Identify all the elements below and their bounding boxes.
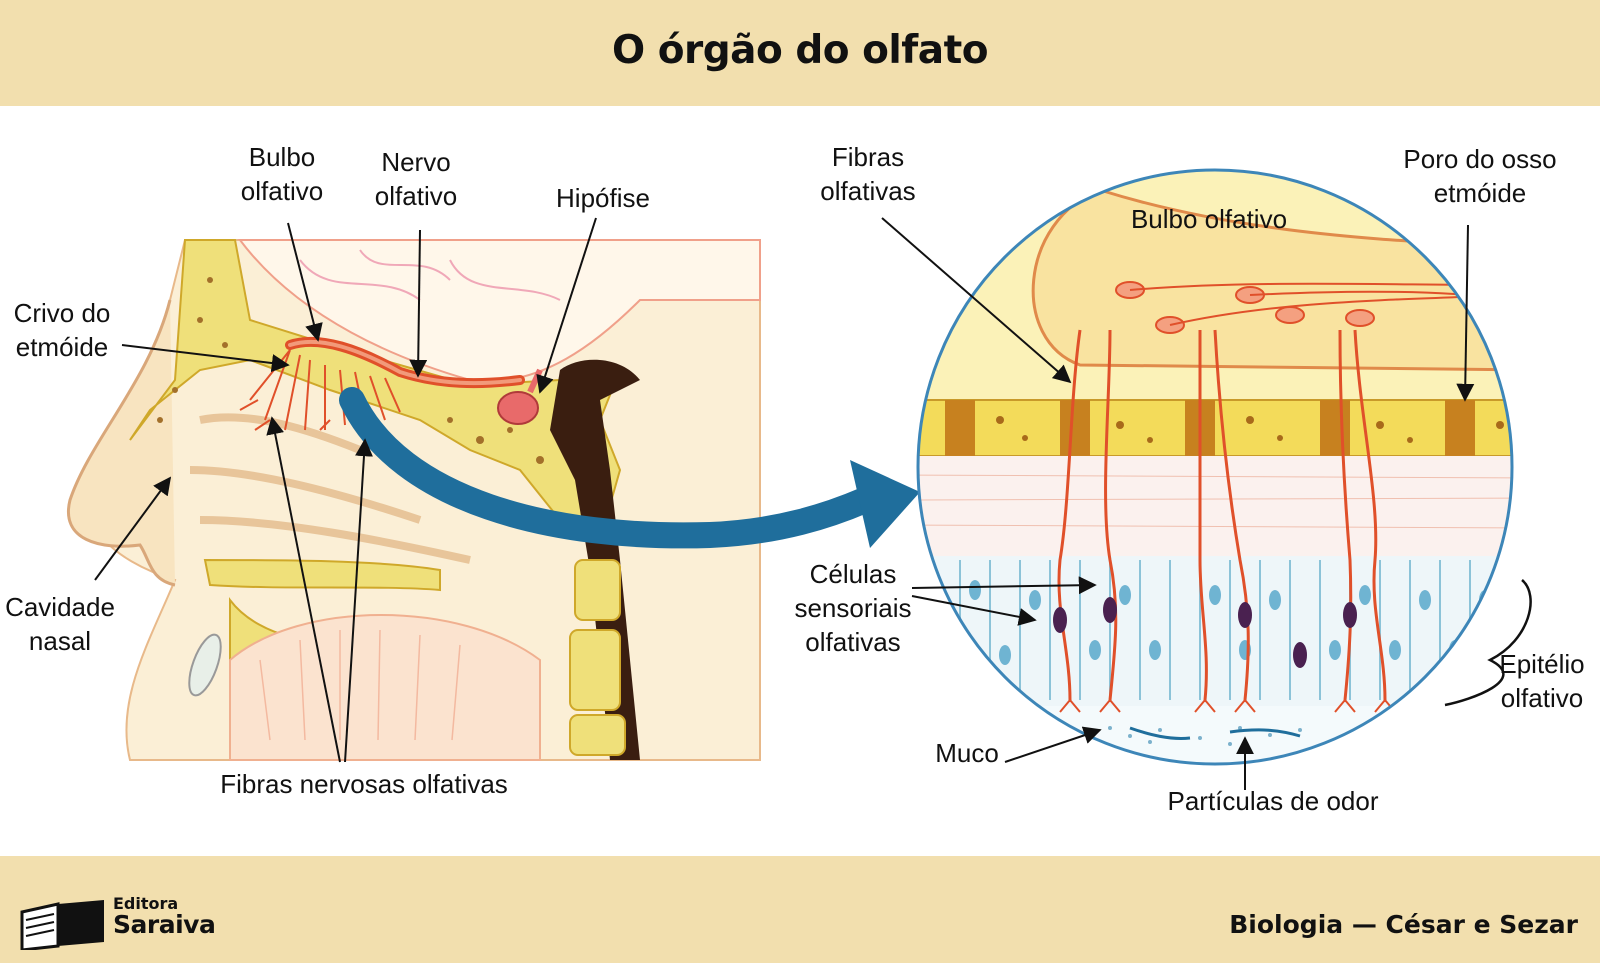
label-muco: Muco: [935, 738, 999, 768]
illustration-area: Bulbo olfativo Nervo olfativo Hipófise C…: [0, 106, 1600, 856]
label-bulbo-olfativo-line2: olfativo: [241, 176, 323, 206]
header-band: O órgão do olfato: [0, 0, 1600, 106]
label-nervo-olfativo-line2: olfativo: [375, 181, 457, 211]
label-cavidade-nasal-line1: Cavidade: [5, 592, 115, 622]
label-bulbo-olfativo-line1: Bulbo: [249, 142, 316, 172]
label-poro-osso-etmoide-line1: Poro do osso: [1403, 144, 1556, 174]
label-crivo-etmoide-line2: etmóide: [16, 332, 109, 362]
head-section-illustration: [67, 239, 761, 761]
magnify-arrow-head: [850, 460, 920, 548]
magnify-arrow: [339, 387, 878, 549]
publisher-logo: Editora Saraiva: [18, 890, 238, 950]
magnified-circle: [916, 168, 1514, 766]
label-epitelio-olfativo-line2: olfativo: [1501, 683, 1583, 713]
label-fibras-olfativas-line2: olfativas: [820, 176, 915, 206]
label-fibras-nervosas-olfativas: Fibras nervosas olfativas: [220, 769, 508, 799]
footer-band: Editora Saraiva Biologia — César e Sezar: [0, 856, 1600, 963]
publisher-name-line1: Editora: [113, 894, 179, 913]
label-crivo-etmoide-line1: Crivo do: [14, 298, 111, 328]
book-credit: Biologia — César e Sezar: [1229, 910, 1578, 939]
label-bulbo-olfativo-magnified: Bulbo olfativo: [1131, 204, 1287, 234]
label-fibras-olfativas-line1: Fibras: [832, 142, 904, 172]
label-cavidade-nasal-line2: nasal: [29, 626, 91, 656]
epithelium-brace: [1444, 579, 1532, 707]
label-celulas-sensoriais-line3: olfativas: [805, 627, 900, 657]
label-nervo-olfativo-line1: Nervo: [381, 147, 450, 177]
page-title: O órgão do olfato: [611, 28, 989, 73]
label-celulas-sensoriais-line1: Células: [810, 559, 897, 589]
label-particulas-odor: Partículas de odor: [1167, 786, 1378, 816]
label-epitelio-olfativo-line1: Epitélio: [1499, 649, 1584, 679]
pointer-lines: [94, 217, 1475, 790]
label-celulas-sensoriais-line2: sensoriais: [794, 593, 911, 623]
label-poro-osso-etmoide-line2: etmóide: [1434, 178, 1527, 208]
olfactory-diagram: Bulbo olfativo Nervo olfativo Hipófise C…: [5, 142, 1585, 816]
publisher-name-line2: Saraiva: [113, 910, 216, 939]
book-icon: [20, 900, 104, 950]
label-hipofise: Hipófise: [556, 183, 650, 213]
